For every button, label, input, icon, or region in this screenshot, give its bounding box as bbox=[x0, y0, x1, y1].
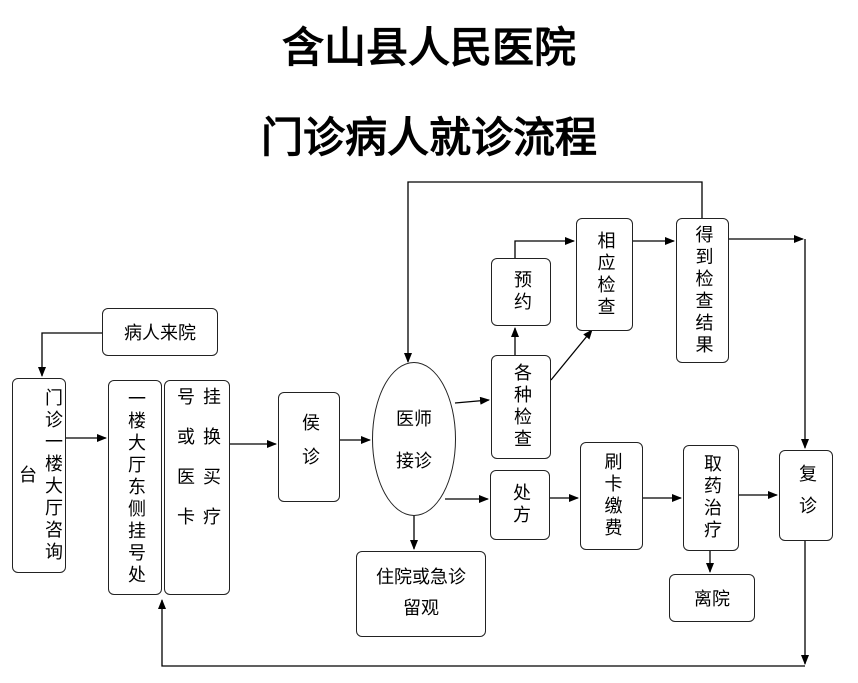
revisit-label: 复诊 bbox=[796, 463, 817, 528]
registration-location-node: 一楼大厅东侧挂号处 bbox=[108, 380, 162, 595]
appointment-label: 预约 bbox=[511, 270, 532, 314]
registration-card-col1: 挂换买疗 bbox=[200, 387, 221, 547]
leave-label: 离院 bbox=[694, 589, 730, 610]
title-hospital-name: 含山县人民医院 bbox=[281, 23, 576, 72]
doctor-label-2: 接诊 bbox=[396, 451, 432, 472]
corresponding-exam-label: 相应检查 bbox=[594, 230, 616, 319]
title-process-name: 门诊病人就诊流程 bbox=[260, 113, 597, 162]
appointment-node: 预约 bbox=[491, 258, 551, 326]
arrive-node: 病人来院 bbox=[102, 308, 218, 356]
prescription-node: 处方 bbox=[490, 470, 550, 540]
prescription-label: 处方 bbox=[510, 483, 531, 527]
corresponding-exam-node: 相应检查 bbox=[576, 218, 633, 331]
registration-location-label: 一楼大厅东侧挂号处 bbox=[125, 388, 146, 587]
admission-label-1: 住院或急诊 bbox=[376, 567, 466, 589]
exams-label: 各种检查 bbox=[511, 363, 532, 451]
doctor-label-1: 医师 bbox=[396, 409, 432, 430]
medicine-label: 取药治疗 bbox=[701, 454, 722, 542]
consult-desk-label: 门诊一楼大厅咨询台 bbox=[16, 387, 63, 564]
doctor-node: 医师 接诊 bbox=[372, 362, 456, 516]
results-node: 得到检查结果 bbox=[676, 218, 729, 363]
triage-node: 侯诊 bbox=[278, 392, 340, 502]
medicine-node: 取药治疗 bbox=[683, 445, 739, 551]
exams-node: 各种检查 bbox=[491, 355, 551, 459]
arrive-label: 病人来院 bbox=[124, 323, 196, 344]
consult-desk-node: 门诊一楼大厅咨询台 bbox=[12, 378, 66, 573]
payment-label: 刷卡缴费 bbox=[601, 452, 623, 540]
registration-card-col2: 号或医卡 bbox=[174, 387, 195, 547]
admission-node: 住院或急诊 留观 bbox=[356, 551, 486, 637]
payment-node: 刷卡缴费 bbox=[580, 442, 643, 550]
leave-node: 离院 bbox=[669, 574, 755, 622]
registration-card-node: 号或医卡 挂换买疗 bbox=[164, 380, 230, 595]
results-label: 得到检查结果 bbox=[692, 224, 714, 357]
triage-label: 侯诊 bbox=[299, 413, 320, 481]
revisit-node: 复诊 bbox=[779, 450, 833, 541]
admission-label-2: 留观 bbox=[403, 598, 439, 619]
